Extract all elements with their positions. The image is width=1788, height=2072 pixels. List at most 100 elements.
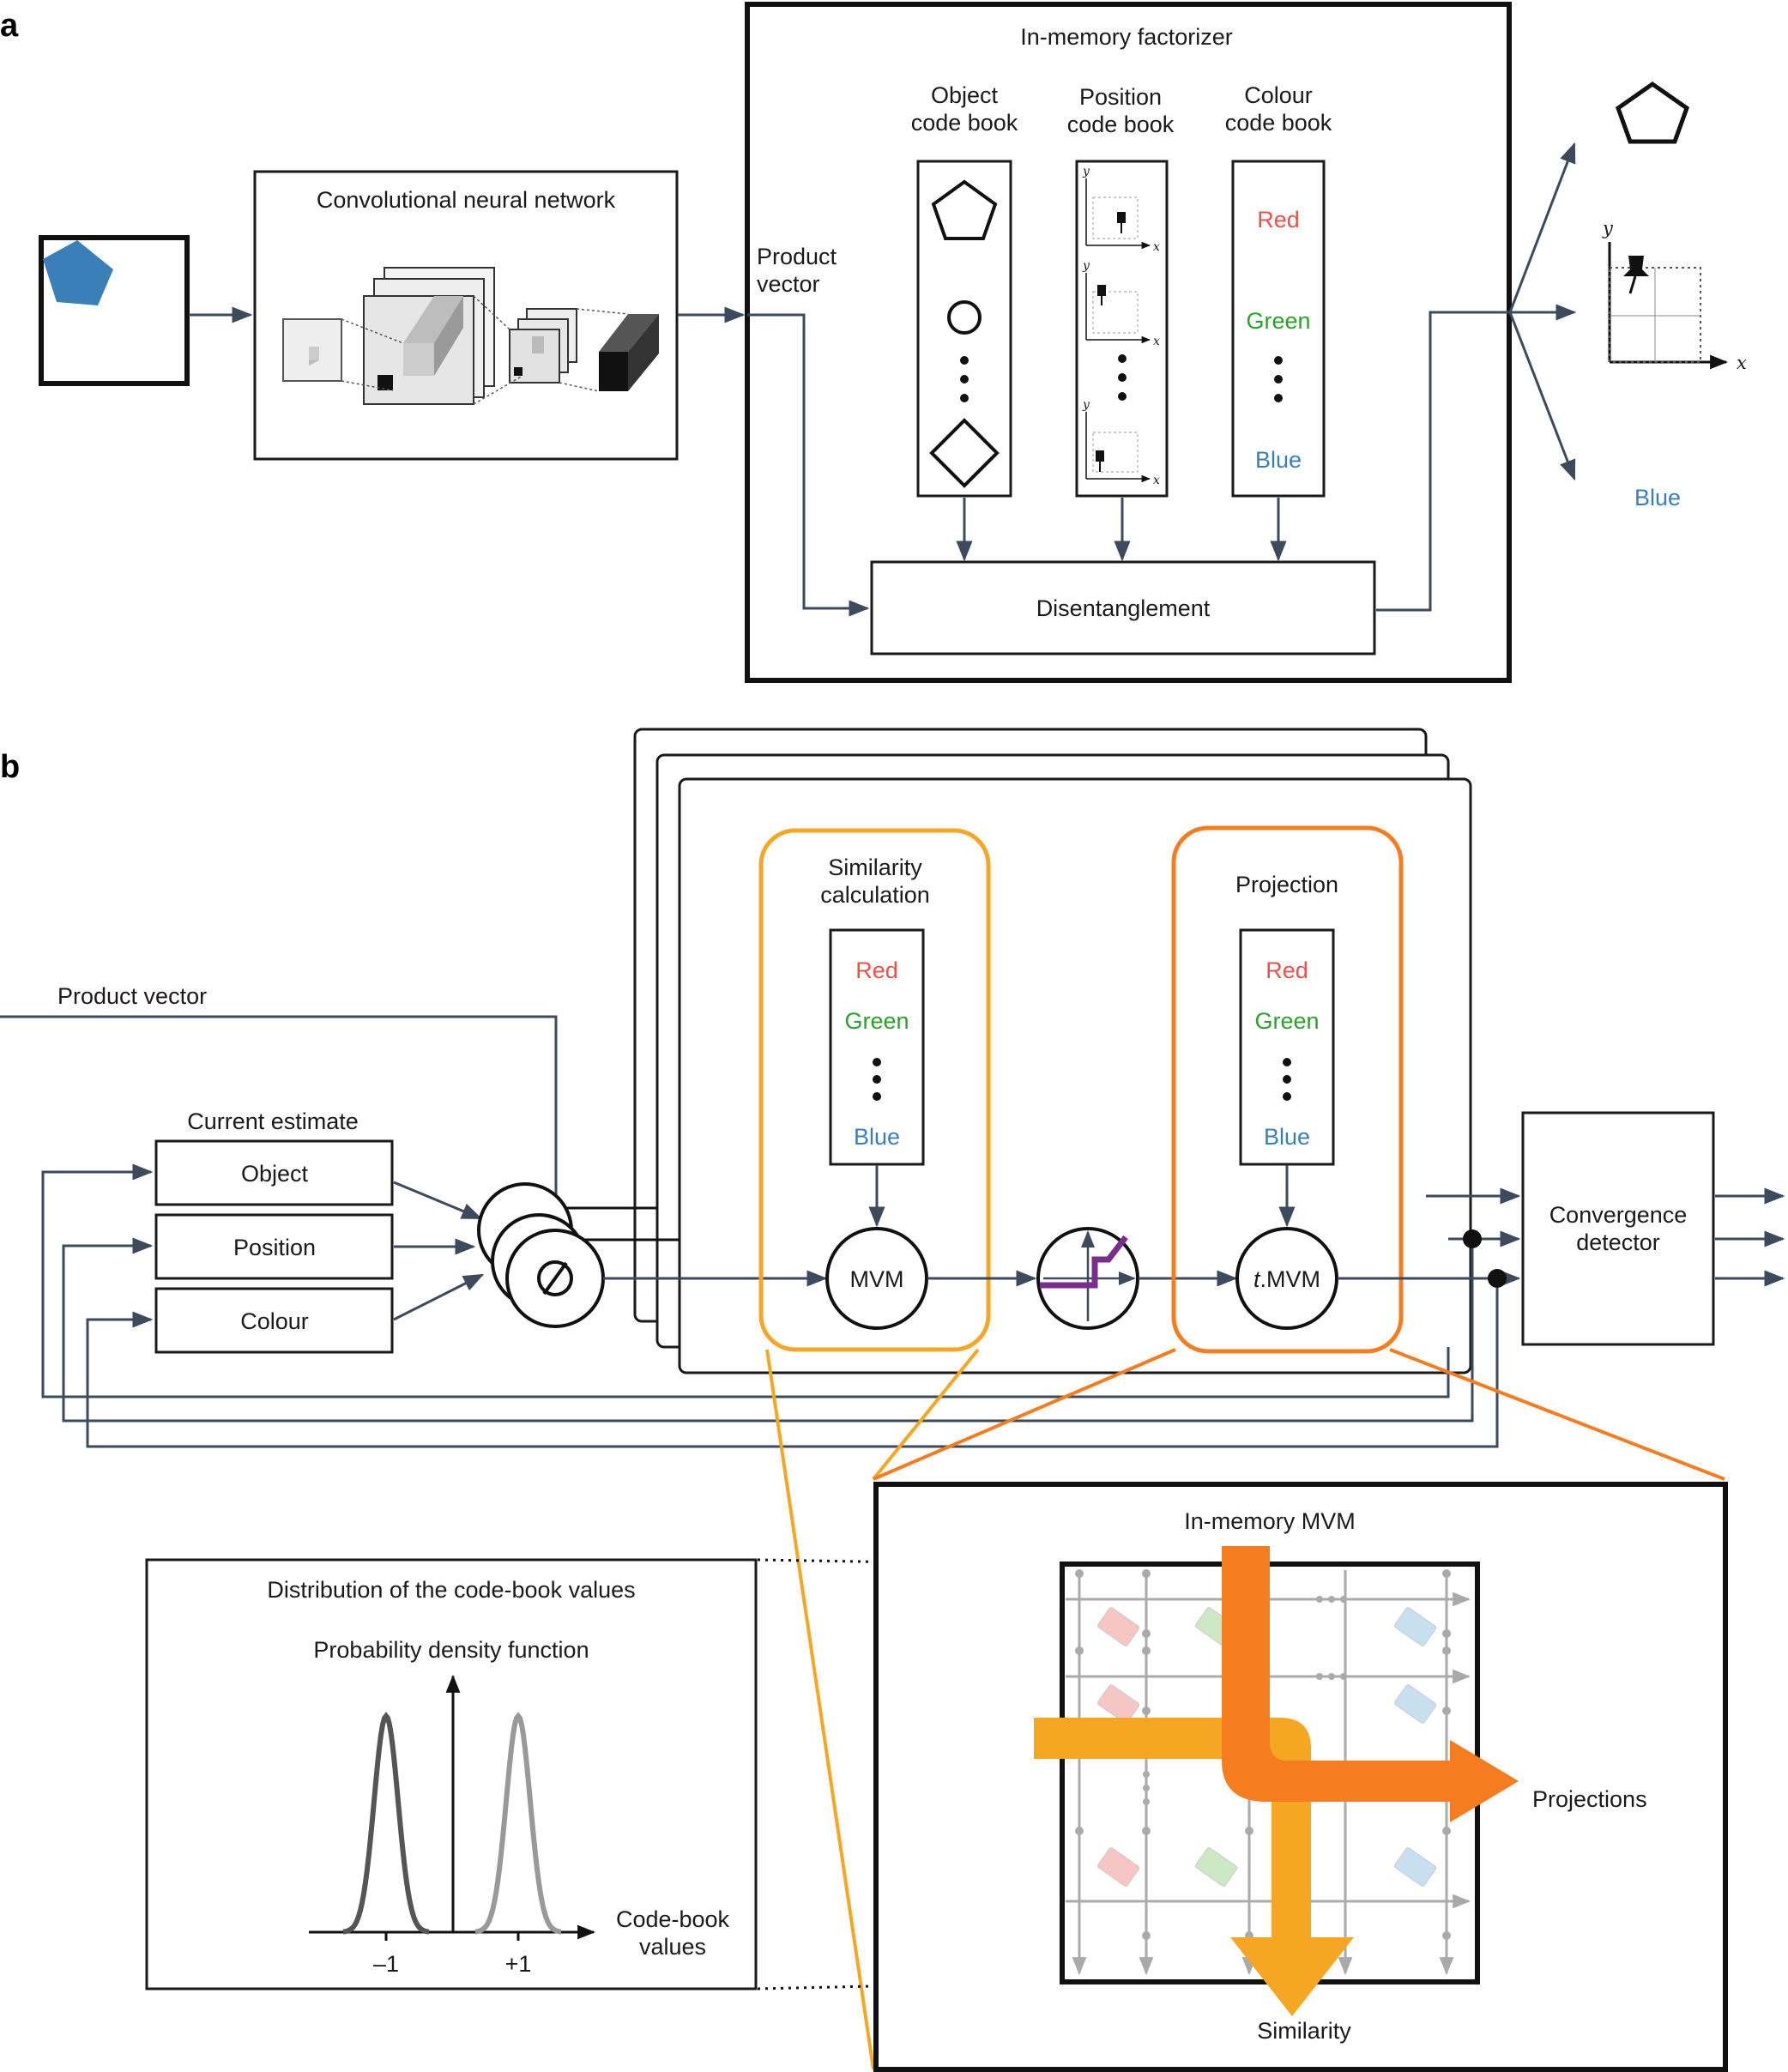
position-plot-2-icon: y x [1082, 259, 1160, 348]
inmem-mvm-label: In-memory MVM [1184, 1508, 1356, 1534]
colour-codebook-label-1: Colour [1244, 82, 1313, 108]
position-codebook-label-2: code book [1067, 112, 1175, 137]
convergence-label-1: Convergence [1549, 1202, 1688, 1228]
svg-text:x: x [1153, 474, 1160, 487]
peak-plus-one [474, 1712, 562, 1935]
wire-dis-out [1376, 311, 1510, 612]
diamond-icon [929, 418, 1000, 488]
feedback-loop-position [62, 1237, 1474, 1423]
sim-red-label: Red [855, 957, 898, 983]
tmvm-node [1235, 1227, 1338, 1330]
product-vector-label-1: Product [757, 244, 837, 269]
codebook-values-label-2: values [639, 1934, 706, 1960]
position-codebook [1075, 160, 1169, 498]
convergence-label-2: detector [1576, 1229, 1660, 1255]
distribution-title: Distribution of the code-book values [267, 1577, 635, 1603]
pentagon-icon [931, 179, 998, 240]
panel-label-b: b [0, 749, 20, 785]
sim-ellipsis-icon [873, 1058, 881, 1101]
product-vector-b-label: Product vector [57, 983, 207, 1009]
position-plot-3-icon: y x [1082, 398, 1160, 487]
unbinding-operator-icon [477, 1182, 605, 1328]
svg-text:x: x [1153, 335, 1160, 348]
sim-green-label: Green [844, 1008, 909, 1034]
codebook-green-label: Green [1246, 308, 1310, 334]
similarity-codebook [829, 928, 925, 1166]
factorizer-title: In-memory factorizer [1020, 24, 1233, 50]
zoom-line-projection-right [1389, 1348, 1725, 1481]
mvm-node [825, 1227, 928, 1330]
panel-label-a: a [0, 8, 19, 44]
svg-text:y: y [1082, 398, 1090, 412]
projection-codebook [1239, 928, 1335, 1166]
feedback-loop-colour [86, 1288, 1499, 1448]
svg-text:x: x [1153, 240, 1160, 254]
output-blue-label: Blue [1634, 485, 1681, 510]
circle-icon [947, 300, 982, 335]
zoom-line-projection-left [873, 1348, 1176, 1481]
object-codebook-label-1: Object [931, 82, 999, 108]
projections-label: Projections [1532, 1786, 1647, 1812]
tmvm-label: t.MVM [1253, 1266, 1320, 1292]
arrow-out-object [1508, 142, 1576, 313]
estimate-position-box [154, 1213, 394, 1280]
position-ellipsis-icon [1118, 354, 1127, 401]
similarity-label-2: calculation [820, 882, 930, 908]
arrow-out-colour [1508, 311, 1576, 481]
colour-ellipsis-icon [1274, 356, 1283, 402]
estimate-object-box [154, 1139, 394, 1206]
sim-blue-label: Blue [854, 1124, 900, 1150]
tick-pos-label: +1 [505, 1951, 532, 1977]
similarity-calculation-box [758, 828, 991, 1352]
proj-green-label: Green [1254, 1008, 1319, 1034]
convergence-detector-box [1521, 1111, 1715, 1346]
colour-codebook-label-2: code book [1225, 110, 1332, 136]
feedback-loop-object [41, 1163, 1450, 1398]
svg-text:y: y [1082, 165, 1090, 178]
svg-text:y: y [1082, 259, 1090, 273]
current-estimate-label: Current estimate [187, 1108, 359, 1134]
projection-box [1171, 825, 1404, 1354]
cnn-layers-icon [282, 267, 659, 405]
object-ellipsis-icon [960, 356, 969, 402]
position-codebook-label-1: Position [1079, 84, 1162, 110]
output-pentagon-icon [1616, 81, 1689, 144]
codebook-values-label-1: Code-book [616, 1906, 730, 1932]
product-vector-label-2: vector [757, 271, 820, 297]
pdf-title: Probability density function [313, 1637, 589, 1663]
estimate-object-label: Object [241, 1161, 309, 1187]
junction-dot-mid [1463, 1229, 1482, 1248]
estimate-colour-box [154, 1287, 394, 1354]
object-codebook-label-2: code book [911, 110, 1018, 136]
wire-product-vector-b [0, 1015, 558, 1229]
proj-blue-label: Blue [1264, 1124, 1310, 1150]
object-codebook [916, 160, 1012, 498]
disentanglement-label: Disentanglement [1036, 595, 1211, 621]
input-pentagon-icon [43, 240, 113, 305]
arrow-object-to-unbind [393, 1181, 483, 1220]
projection-label: Projection [1235, 872, 1338, 897]
tick-neg-label: –1 [373, 1951, 399, 1977]
mvm-label: MVM [850, 1266, 904, 1292]
disentanglement-box [870, 560, 1376, 655]
output-axis-x: x [1737, 353, 1747, 373]
position-plot-1-icon: y x [1082, 165, 1160, 254]
arrow-colour-to-unbind [393, 1273, 485, 1321]
distribution-box [145, 1558, 758, 1990]
proj-red-label: Red [1265, 957, 1308, 983]
zoom-line-similarity-right [872, 1348, 980, 1481]
similarity-out-label: Similarity [1257, 2018, 1351, 2044]
codebook-blue-label: Blue [1255, 447, 1302, 473]
colour-codebook [1231, 160, 1326, 498]
peak-minus-one [342, 1712, 430, 1935]
arrow-pv-to-disentanglement [747, 313, 870, 617]
similarity-label-1: Similarity [828, 855, 922, 880]
cnn-title: Convolutional neural network [317, 187, 616, 213]
proj-ellipsis-icon [1283, 1058, 1291, 1101]
tmvm-label-t: t [1253, 1266, 1261, 1292]
activation-function-icon [1036, 1227, 1139, 1330]
junction-dot-front [1488, 1269, 1507, 1288]
tmvm-label-rest: .MVM [1260, 1266, 1321, 1292]
output-position-plot [1608, 242, 1729, 370]
